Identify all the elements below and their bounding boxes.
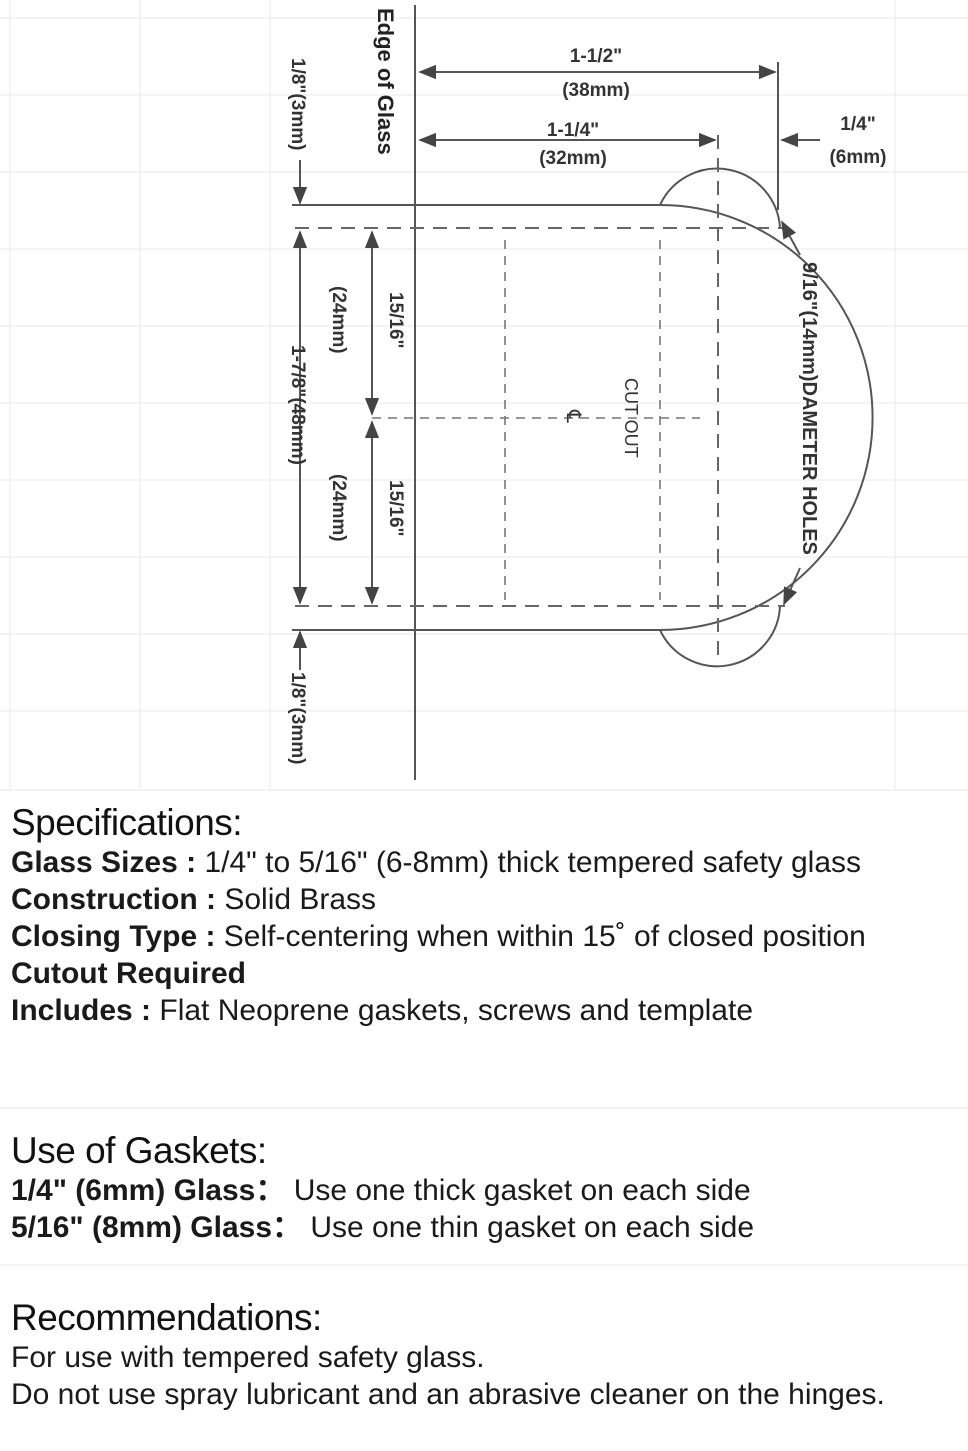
specifications-section: Specifications: Glass Sizes : 1/4" to 5/… — [11, 802, 961, 1029]
inner-width-label-in: 1-1/4" — [547, 120, 599, 141]
lower-half-label-in: 15/16" — [385, 480, 406, 537]
spec-key: Construction — [11, 883, 198, 916]
upper-half-label-mm: (24mm) — [328, 286, 349, 354]
spec-row-closing-type: Closing Type : Self-centering when withi… — [11, 918, 961, 955]
cutout-outline — [415, 204, 874, 631]
gaskets-title: Use of Gaskets: — [11, 1130, 267, 1171]
upper-gap-label: 1/8"(3mm) — [287, 58, 308, 150]
spec-value: Flat Neoprene gaskets, screws and templa… — [159, 994, 754, 1027]
gasket-key: 5/16" (8mm) Glass — [11, 1211, 273, 1244]
spec-row-includes: Includes : Flat Neoprene gaskets, screws… — [11, 992, 961, 1029]
spec-sep: : — [197, 883, 225, 916]
right-offset-label-in: 1/4" — [840, 114, 875, 135]
lower-half-label-mm: (24mm) — [328, 474, 349, 542]
cut-out-label: CUT OUT — [621, 378, 641, 458]
specifications-title: Specifications: — [11, 802, 243, 843]
gasket-value: Use one thin gasket on each side — [310, 1211, 755, 1244]
inner-width-label-mm: (32mm) — [539, 148, 607, 169]
gasket-value: Use one thick gasket on each side — [293, 1174, 751, 1207]
centerline-symbol: ℄ — [562, 409, 584, 423]
total-height-label: 1-7/8"(48mm) — [287, 345, 308, 465]
spec-key: Includes — [11, 994, 133, 1027]
spec-key: Closing Type — [11, 920, 198, 953]
recommendations-title: Recommendations: — [11, 1297, 322, 1338]
recommendation-line: Do not use spray lubricant and an abrasi… — [11, 1378, 885, 1411]
top-width-label-in: 1-1/2" — [570, 46, 622, 67]
lower-gap-label: 1/8"(3mm) — [287, 672, 308, 764]
gasket-row-8mm: 5/16" (8mm) Glass： Use one thin gasket o… — [11, 1209, 961, 1246]
spec-key: Cutout Required — [11, 957, 246, 990]
spec-value: Solid Brass — [224, 883, 377, 916]
recommendations-section: Recommendations: For use with tempered s… — [11, 1297, 961, 1413]
cutout-side-top — [659, 167, 781, 229]
top-width-label-mm: (38mm) — [562, 80, 630, 101]
recommendation-line: For use with tempered safety glass. — [11, 1341, 485, 1374]
spec-row-construction: Construction : Solid Brass — [11, 881, 961, 918]
spec-value: Self-centering when within 15˚ of closed… — [223, 920, 866, 953]
edge-of-glass-label: Edge of Glass — [373, 8, 398, 155]
holes-leader-bottom — [783, 567, 801, 606]
gaskets-section: Use of Gaskets: 1/4" (6mm) Glass： Use on… — [11, 1130, 961, 1246]
spec-sep: : — [197, 920, 224, 953]
holes-label: 9/16"(14mm)DAMETER HOLES — [798, 262, 820, 555]
holes-leader-top — [781, 220, 801, 256]
spec-sep: : — [132, 994, 160, 1027]
gasket-row-6mm: 1/4" (6mm) Glass： Use one thick gasket o… — [11, 1172, 961, 1209]
hinge-cutout-diagram: Edge of Glass 1-1/2" (38mm) 1-1/4" (32mm… — [287, 5, 887, 780]
upper-half-label-in: 15/16" — [385, 292, 406, 349]
gasket-sep: ： — [255, 1174, 294, 1207]
gasket-key: 1/4" (6mm) Glass — [11, 1174, 256, 1207]
spec-value: 1/4" to 5/16" (6-8mm) thick tempered saf… — [204, 846, 862, 879]
spec-row-cutout: Cutout Required — [11, 955, 961, 992]
spec-sep: : — [177, 846, 205, 879]
cutout-side-bottom — [659, 605, 781, 668]
right-offset-label-mm: (6mm) — [829, 147, 886, 168]
spec-row-glass-sizes: Glass Sizes : 1/4" to 5/16" (6-8mm) thic… — [11, 844, 961, 881]
spec-key: Glass Sizes — [11, 846, 178, 879]
gasket-sep: ： — [272, 1211, 311, 1244]
